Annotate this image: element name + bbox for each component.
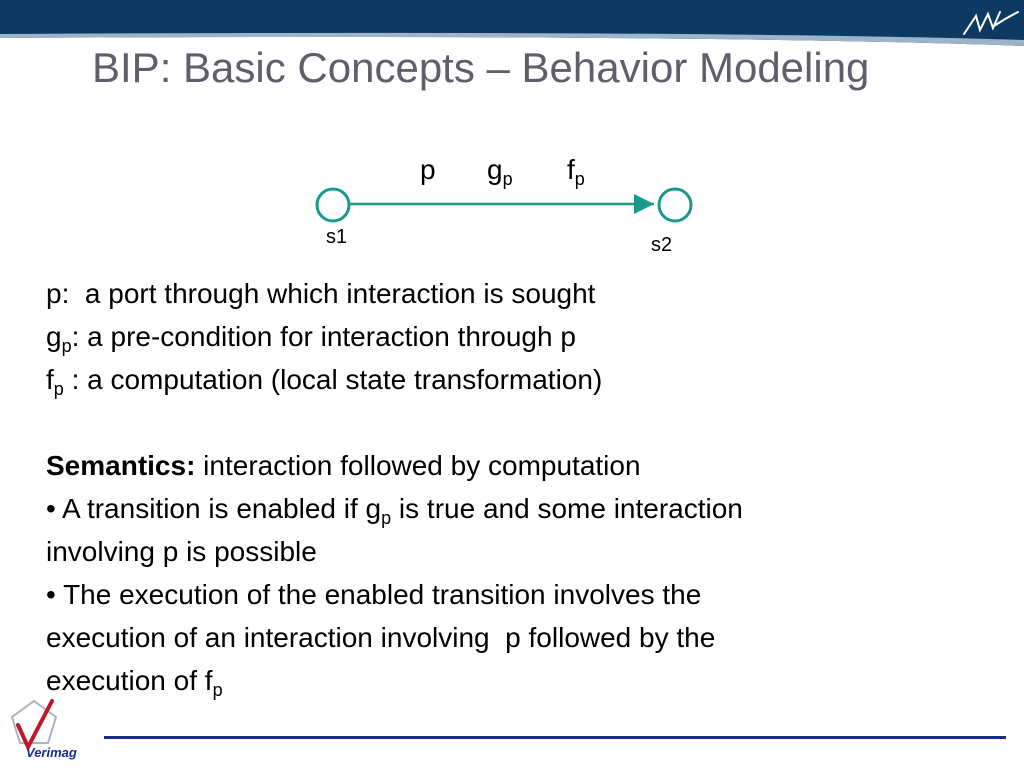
semantics-bullet-2: • The execution of the enabled transitio… bbox=[46, 579, 702, 610]
signature-logo-icon bbox=[963, 11, 1019, 35]
semantics-heading: Semantics: interaction followed by compu… bbox=[46, 450, 641, 481]
definition-f: fp : a computation (local state transfor… bbox=[46, 364, 603, 399]
semantics-bullet-2-cont: execution of an interaction involving p … bbox=[46, 622, 716, 653]
logo-text: Verimag bbox=[26, 745, 77, 760]
slide-title: BIP: Basic Concepts – Behavior Modeling bbox=[92, 44, 870, 91]
state-s2-label: s2 bbox=[651, 234, 673, 256]
transition-guard-label: gp bbox=[487, 154, 513, 189]
footer-rule bbox=[104, 736, 1006, 739]
state-s1-label: s1 bbox=[326, 226, 348, 248]
state-s2-circle bbox=[657, 187, 693, 223]
transition-function-label: fp bbox=[567, 154, 585, 189]
semantics-bullet-1: • A transition is enabled if gp is true … bbox=[46, 493, 743, 528]
definition-g: gp: a pre-condition for interaction thro… bbox=[46, 321, 576, 356]
verimag-logo: Verimag bbox=[10, 699, 77, 760]
semantics-bullet-2-end: execution of fp bbox=[46, 665, 223, 700]
transition-port-label: p bbox=[420, 154, 436, 185]
definition-p: p: a port through which interaction is s… bbox=[46, 278, 596, 309]
state-s1-circle bbox=[315, 187, 351, 223]
header-band bbox=[0, 0, 1024, 46]
slide-body: p: a port through which interaction is s… bbox=[46, 272, 946, 702]
semantics-bullet-1-cont: involving p is possible bbox=[46, 536, 317, 567]
